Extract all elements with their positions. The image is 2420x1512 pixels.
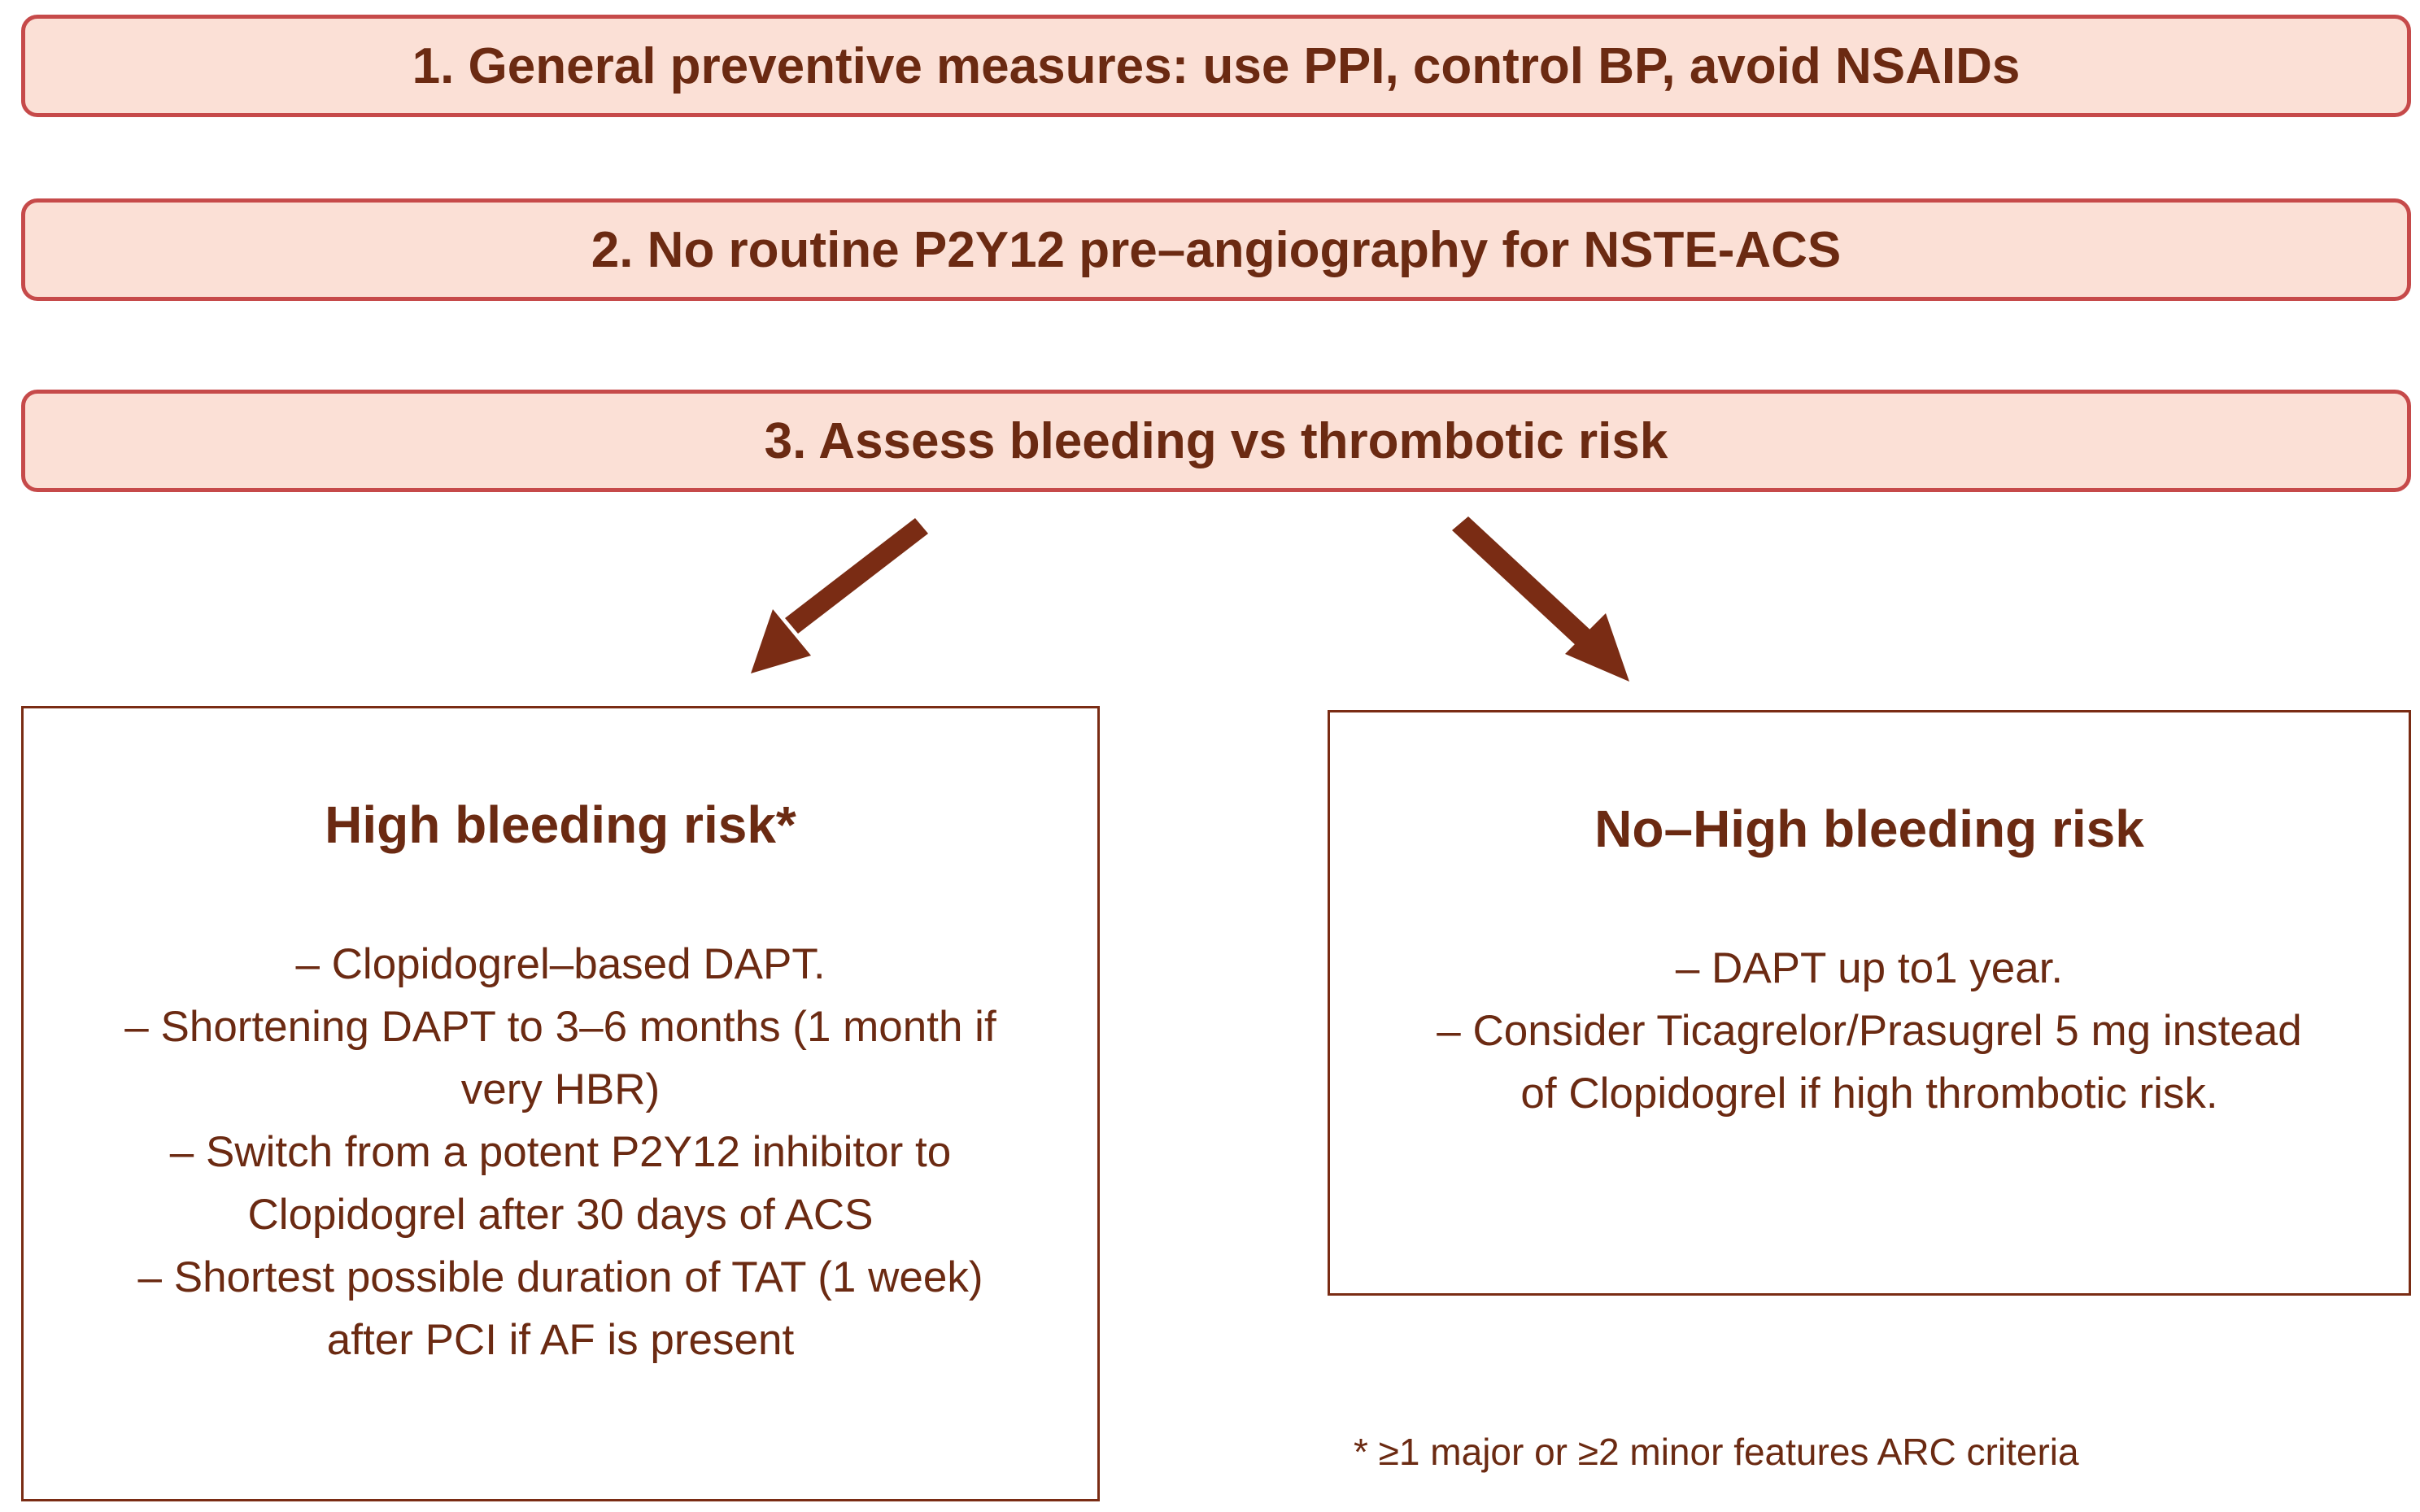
step-3-label: 3. Assess bleeding vs thrombotic risk: [764, 412, 1668, 469]
right-arrow-shaft: [1452, 516, 1594, 647]
high-risk-line: – Clopidogrel–based DAPT.: [295, 940, 826, 988]
high-bleeding-risk-list: – Clopidogrel–based DAPT. – Shortening D…: [24, 933, 1097, 1371]
no-high-risk-line: of Clopidogrel if high thrombotic risk.: [1520, 1070, 2218, 1118]
step-3-box: 3. Assess bleeding vs thrombotic risk: [21, 390, 2411, 492]
high-risk-line: Clopidogrel after 30 days of ACS: [247, 1191, 874, 1239]
no-high-risk-line: – Consider Ticagrelor/Prasugrel 5 mg ins…: [1437, 1007, 2302, 1055]
right-arrow-head: [1565, 613, 1629, 682]
high-risk-line: – Shortest possible duration of TAT (1 w…: [137, 1253, 983, 1301]
no-high-bleeding-risk-box: No–High bleeding risk – DAPT up to1 year…: [1328, 710, 2411, 1296]
high-risk-line: – Shortening DAPT to 3–6 months (1 month…: [124, 1003, 996, 1051]
no-high-bleeding-risk-list: – DAPT up to1 year. – Consider Ticagrelo…: [1330, 937, 2409, 1125]
step-2-label: 2. No routine P2Y12 pre–angiography for …: [591, 221, 1842, 278]
high-bleeding-risk-box: High bleeding risk* – Clopidogrel–based …: [21, 706, 1100, 1501]
high-bleeding-risk-title: High bleeding risk*: [325, 795, 796, 854]
high-risk-line: after PCI if AF is present: [326, 1316, 795, 1364]
no-high-risk-line: – DAPT up to1 year.: [1675, 944, 2064, 992]
footnote: * ≥1 major or ≥2 minor features ARC crit…: [1354, 1431, 2079, 1473]
high-risk-line: – Switch from a potent P2Y12 inhibitor t…: [169, 1128, 952, 1176]
no-high-bleeding-risk-title: No–High bleeding risk: [1594, 800, 2144, 858]
left-arrow-head: [751, 609, 811, 673]
high-risk-line: very HBR): [460, 1065, 661, 1113]
step-2-box: 2. No routine P2Y12 pre–angiography for …: [21, 198, 2411, 301]
left-arrow-shaft: [785, 518, 928, 634]
step-1-label: 1. General preventive measures: use PPI,…: [412, 37, 2021, 94]
step-1-box: 1. General preventive measures: use PPI,…: [21, 15, 2411, 117]
